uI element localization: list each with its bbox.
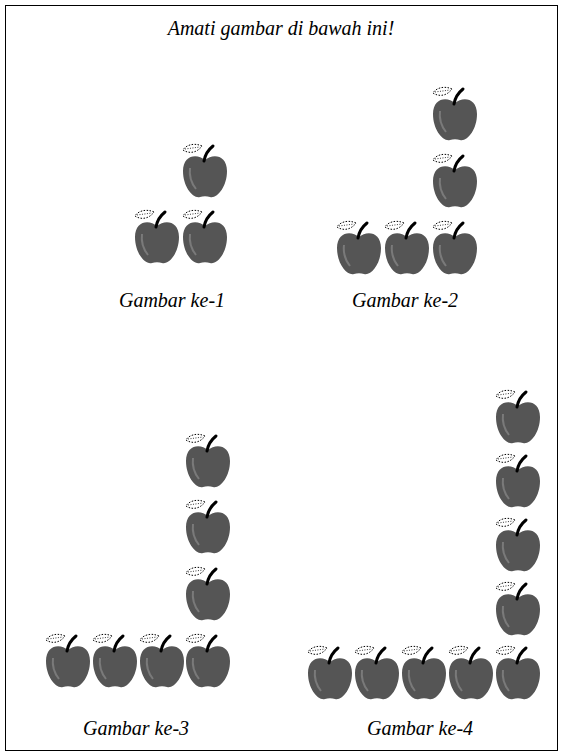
apple xyxy=(433,221,477,274)
apple xyxy=(186,434,230,487)
apple xyxy=(496,390,540,443)
apple xyxy=(186,567,230,620)
apple xyxy=(496,646,540,699)
apple xyxy=(308,646,352,699)
apple xyxy=(496,518,540,571)
apple xyxy=(496,582,540,635)
apple xyxy=(355,646,399,699)
apple xyxy=(337,221,381,274)
figure-caption: Gambar ke-2 xyxy=(352,288,458,312)
apple xyxy=(496,454,540,507)
figure-caption: Gambar ke-4 xyxy=(367,716,473,740)
apple xyxy=(186,500,230,553)
instruction-title: Amati gambar di bawah ini! xyxy=(168,16,395,40)
apple xyxy=(183,144,227,197)
apple xyxy=(433,87,477,140)
figure-caption: Gambar ke-1 xyxy=(119,288,225,312)
apple xyxy=(46,634,90,687)
apple xyxy=(183,210,227,263)
frame-border xyxy=(6,6,558,751)
apple xyxy=(186,634,230,687)
apple xyxy=(449,646,493,699)
apple xyxy=(135,210,179,263)
apple xyxy=(402,646,446,699)
apple xyxy=(93,634,137,687)
apple xyxy=(140,634,184,687)
apple xyxy=(433,154,477,207)
apple xyxy=(385,221,429,274)
figure-caption: Gambar ke-3 xyxy=(83,716,189,740)
